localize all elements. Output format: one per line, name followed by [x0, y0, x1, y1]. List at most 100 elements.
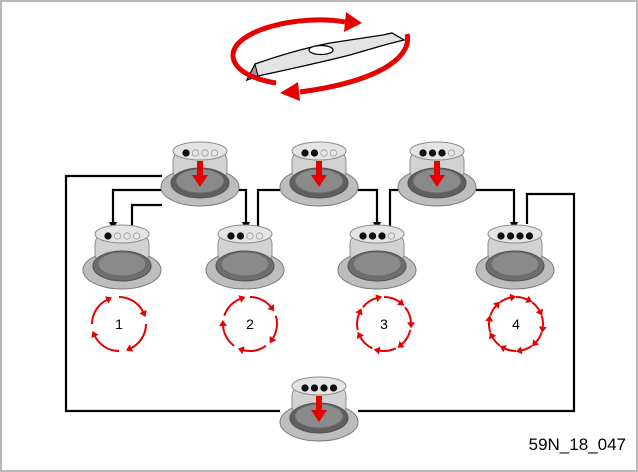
rotation-arrowhead: [375, 294, 383, 302]
indicator-dot-on: [104, 232, 112, 240]
mower-blade-icon: [245, 32, 406, 82]
rotation-arc: [118, 296, 145, 313]
rotation-arrowhead: [139, 309, 147, 317]
indicator-dot-on: [438, 149, 446, 157]
rotation-arrowhead: [532, 339, 539, 347]
indicator-dot-off: [113, 232, 122, 240]
level-button-1: [82, 224, 162, 290]
indicator-dot-off: [329, 149, 338, 157]
press-button-4: [279, 376, 359, 442]
levels-layer: 1 2 3 4: [91, 293, 547, 355]
flow-line: [130, 203, 162, 228]
rotation-arrowhead: [489, 332, 497, 340]
indicator-dot-on: [359, 232, 367, 240]
indicator-dot-on: [329, 384, 338, 392]
rotation-arrowhead: [499, 345, 507, 353]
indicator-dot-off: [123, 232, 131, 240]
press-button-2: [279, 141, 359, 207]
indicator-dot-off: [132, 232, 141, 240]
press-down-arrow-icon: [311, 161, 327, 187]
indicator-dot-on: [378, 232, 386, 240]
press-down-arrow-icon: [311, 396, 327, 422]
rotation-arc: [130, 323, 147, 350]
speed-level-4: 4: [485, 293, 547, 355]
speed-level-1: 1: [91, 296, 147, 352]
level-button-2: [205, 224, 285, 290]
level-button-3: [337, 224, 417, 290]
indicator-dot-off: [191, 149, 200, 157]
indicator-dot-on: [310, 384, 319, 392]
level-number: 4: [512, 316, 520, 332]
press-down-arrow-icon: [429, 161, 445, 187]
rotation-arc: [222, 324, 235, 347]
flow-line: [358, 192, 576, 413]
rotation-arrowhead: [104, 296, 112, 304]
rotation-arc: [242, 344, 267, 353]
flow-line: [238, 188, 250, 230]
indicator-dot-on: [497, 232, 505, 240]
reference-code: 59N_18_047: [529, 435, 626, 454]
rotation-arrowhead: [126, 344, 134, 352]
indicator-dot-on: [227, 232, 235, 240]
rotation-arrowhead: [219, 320, 228, 327]
indicator-dot-off: [320, 149, 328, 157]
indicator-dot-off: [447, 149, 456, 157]
flow-line: [388, 188, 399, 228]
rotation-arrowhead: [509, 293, 517, 302]
indicator-dot-on: [236, 232, 245, 240]
rotation-arrowhead: [538, 326, 547, 333]
rotation-arrowhead: [535, 308, 543, 316]
flow-line: [476, 188, 518, 230]
indicator-dot-off: [255, 232, 264, 240]
indicator-dot-on: [516, 232, 524, 240]
press-down-arrow-icon: [192, 161, 208, 187]
indicator-dot-off: [210, 149, 219, 157]
flow-line: [109, 188, 162, 230]
flow-line: [256, 188, 280, 228]
rotation-arrowhead: [373, 346, 381, 355]
rotation-arrows-icon: [230, 12, 411, 101]
rotation-arrowhead: [269, 336, 277, 344]
flow-connectors: [64, 174, 576, 413]
speed-level-3: 3: [355, 294, 415, 355]
indicator-dot-off: [201, 149, 209, 157]
level-number: 1: [115, 316, 123, 332]
rotation-arrowhead: [525, 295, 533, 303]
level-button-4: [475, 224, 555, 290]
indicator-dot-off: [246, 232, 254, 240]
rotation-arrowhead: [91, 331, 99, 339]
rotation-arrowhead: [267, 304, 275, 312]
rotation-arrowhead: [515, 346, 523, 355]
flow-line: [64, 174, 280, 413]
indicator-dot-on: [428, 149, 437, 157]
indicator-dot-on: [310, 149, 319, 157]
level-number: 3: [380, 316, 388, 332]
indicator-dot-on: [419, 149, 427, 157]
flow-line: [358, 188, 381, 230]
rotation-arc: [223, 297, 242, 317]
buttons-layer: [82, 141, 555, 442]
rotation-arrowhead: [397, 298, 405, 306]
rotation-arc: [271, 315, 278, 340]
indicator-dot-off: [387, 232, 396, 240]
rotation-arrowhead: [237, 346, 245, 355]
rotation-arrowhead: [238, 295, 246, 303]
indicator-dot-on: [368, 232, 377, 240]
indicator-dot-on: [301, 384, 309, 392]
rotation-arrowhead: [356, 331, 364, 340]
rotation-arrowhead: [397, 340, 405, 348]
level-number: 2: [246, 316, 254, 332]
rotation-arrowhead: [355, 308, 363, 316]
rotation-arrowhead: [407, 322, 415, 329]
rotation-arrowhead: [485, 315, 494, 322]
speed-level-2: 2: [219, 295, 278, 355]
rotation-arc: [93, 335, 120, 352]
rotation-arc: [249, 296, 272, 308]
indicator-dot-on: [182, 149, 190, 157]
indicator-dot-on: [320, 384, 328, 392]
indicator-dot-on: [506, 232, 515, 240]
press-button-1: [160, 141, 240, 207]
indicator-dot-on: [525, 232, 534, 240]
